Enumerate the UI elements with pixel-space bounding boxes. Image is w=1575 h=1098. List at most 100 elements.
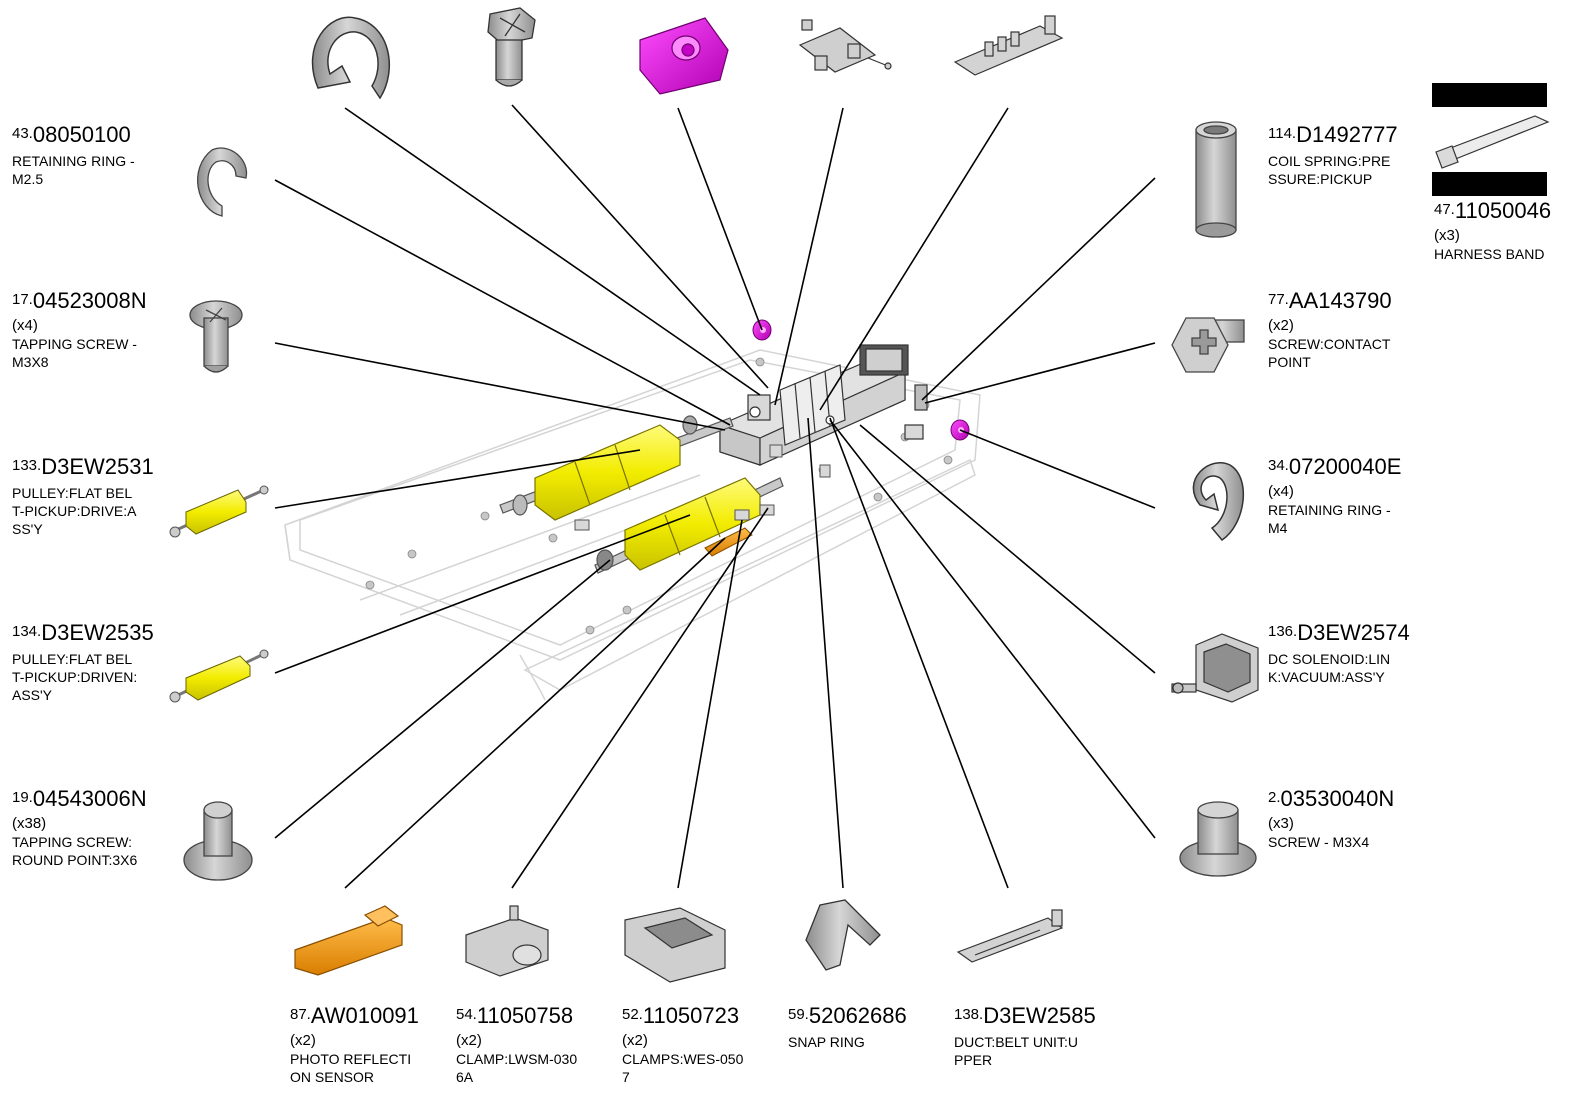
part-index: 34.: [1268, 457, 1289, 474]
part-description: CLAMP:LWSM-030 6A: [456, 1051, 578, 1085]
part-number-label: 19.04543006N: [12, 788, 147, 810]
part-index: 87.: [290, 1006, 311, 1023]
part-number: 52062686: [808, 1003, 907, 1028]
part-number-label: 77.AA143790: [1268, 290, 1392, 312]
part-number: 11050046: [1454, 198, 1552, 223]
contact-screw-icon: [1171, 317, 1245, 373]
part-description: SCREW - M3X4: [1268, 834, 1370, 850]
part-description: SNAP RING: [788, 1034, 865, 1050]
leader-lines: [274, 104, 1156, 889]
part-index: 138.: [954, 1006, 984, 1023]
part-description: PULLEY:FLAT BEL T-PICKUP:DRIVEN: ASS'Y: [12, 651, 138, 703]
callout-2: 2.03530040N (x3) SCREW - M3X4: [1268, 788, 1394, 851]
assembly-drive-pulley: [534, 424, 681, 521]
callout-138: 138.D3EW2585 DUCT:BELT UNIT:U PPER: [954, 1005, 1096, 1069]
part-number-label: 114.D1492777: [1268, 124, 1398, 146]
part-number-label: 54.11050758: [456, 1005, 577, 1027]
retaining-ring-large-icon: [311, 16, 391, 100]
part-index: 54.: [456, 1006, 477, 1023]
assembly-frame: [284, 349, 981, 701]
part-index: 133.: [12, 457, 42, 474]
drive-pulley-icon: [169, 485, 269, 538]
assembly-sensor: [704, 527, 753, 557]
part-number: D1492777: [1296, 122, 1398, 147]
part-number: 11050758: [476, 1003, 574, 1028]
part-index: 17.: [12, 291, 33, 308]
part-number-label: 136.D3EW2574: [1268, 622, 1410, 644]
tapping-screw-icon: [189, 300, 243, 373]
round-point-screw-icon: [183, 801, 253, 881]
central-mechanism: [719, 344, 928, 466]
callout-87: 87.AW010091 (x2) PHOTO REFLECTI ON SENSO…: [290, 1005, 419, 1086]
hex-screw-icon: [487, 7, 536, 87]
part-description: HARNESS BAND: [1434, 246, 1545, 262]
part-index: 19.: [12, 789, 33, 806]
part-number: 03530040N: [1280, 786, 1395, 811]
magenta-spacer-icon: [639, 17, 729, 95]
callout-134: 134.D3EW2535 PULLEY:FLAT BEL T-PICKUP:DR…: [12, 622, 154, 704]
part-number: 08050100: [32, 122, 131, 147]
callout-59: 59.52062686 SNAP RING: [788, 1005, 907, 1051]
driven-pulley-icon: [169, 649, 269, 703]
part-number-label: 87.AW010091: [290, 1005, 419, 1027]
part-number: 07200040E: [1288, 454, 1402, 479]
part-number-label: 138.D3EW2585: [954, 1005, 1096, 1027]
part-description: TAPPING SCREW - M3X8: [12, 336, 137, 370]
part-description: RETAINING RING - M4: [1268, 502, 1391, 536]
part-number-label: 43.08050100: [12, 124, 135, 146]
part-number: AW010091: [310, 1003, 419, 1028]
callout-47: 47.11050046 (x3) HARNESS BAND: [1434, 200, 1551, 263]
part-number: D3EW2535: [41, 620, 154, 645]
part-index: 134.: [12, 623, 42, 640]
retaining-ring-small-icon: [197, 147, 248, 217]
part-index: 136.: [1268, 623, 1298, 640]
part-description: DC SOLENOID:LIN K:VACUUM:ASS'Y: [1268, 651, 1391, 685]
part-number-label: 34.07200040E: [1268, 456, 1401, 478]
part-number: D3EW2585: [983, 1003, 1096, 1028]
part-number-label: 47.11050046: [1434, 200, 1551, 222]
part-index: 43.: [12, 125, 33, 142]
part-quantity: (x2): [456, 1032, 482, 1049]
part-quantity: (x4): [1268, 483, 1294, 500]
photo-sensor-icon: [294, 905, 403, 976]
part-number-label: 134.D3EW2535: [12, 622, 154, 644]
clamps-icon: [624, 907, 726, 983]
part-number: AA143790: [1288, 288, 1392, 313]
part-number: 04543006N: [32, 786, 147, 811]
callout-34: 34.07200040E (x4) RETAINING RING - M4: [1268, 456, 1401, 537]
part-number-label: 59.52062686: [788, 1005, 907, 1027]
part-index: 59.: [788, 1006, 809, 1023]
callout-43: 43.08050100 RETAINING RING - M2.5: [12, 124, 135, 188]
retaining-ring-icon: [1192, 462, 1244, 541]
part-index: 52.: [622, 1006, 643, 1023]
part-number: 11050723: [642, 1003, 740, 1028]
part-number: D3EW2574: [1297, 620, 1410, 645]
callout-54: 54.11050758 (x2) CLAMP:LWSM-030 6A: [456, 1005, 577, 1086]
part-quantity: (x4): [12, 317, 38, 334]
callout-114: 114.D1492777 COIL SPRING:PRE SSURE:PICKU…: [1268, 124, 1398, 188]
part-description: DUCT:BELT UNIT:U PPER: [954, 1034, 1078, 1068]
callout-52: 52.11050723 (x2) CLAMPS:WES-050 7: [622, 1005, 743, 1086]
callout-136: 136.D3EW2574 DC SOLENOID:LIN K:VACUUM:AS…: [1268, 622, 1410, 686]
snap-ring-icon: [805, 899, 881, 971]
part-index: 2.: [1268, 789, 1281, 806]
part-index: 77.: [1268, 291, 1289, 308]
slide-bracket-icon: [798, 19, 892, 73]
part-number-label: 52.11050723: [622, 1005, 743, 1027]
part-number-label: 17.04523008N: [12, 290, 147, 312]
dc-solenoid-icon: [1171, 633, 1259, 703]
callout-19: 19.04543006N (x38) TAPPING SCREW: ROUND …: [12, 788, 147, 869]
duct-icon: [956, 909, 1064, 963]
part-number-label: 133.D3EW2531: [12, 456, 154, 478]
sensor-bracket-icon: [953, 15, 1064, 76]
part-index: 47.: [1434, 201, 1455, 218]
harness-band-icon: [1432, 83, 1550, 196]
part-description: TAPPING SCREW: ROUND POINT:3X6: [12, 834, 138, 868]
frame-screws: [365, 357, 953, 635]
part-index: 114.: [1268, 125, 1297, 142]
part-quantity: (x2): [1268, 317, 1294, 334]
part-quantity: (x3): [1268, 815, 1294, 832]
part-quantity: (x3): [1434, 227, 1460, 244]
